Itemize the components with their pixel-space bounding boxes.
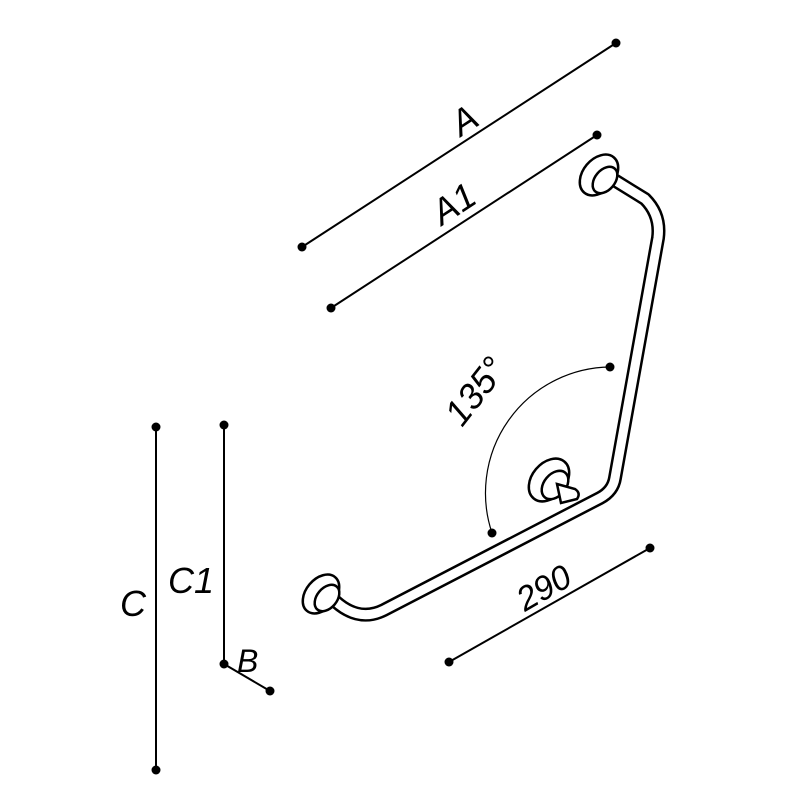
dimension-c1 [219,420,229,669]
dimension-c-start-dot [151,422,161,432]
label-c1: C1 [168,560,214,601]
dimension-a-end-dot [611,38,621,48]
angle-arc [484,366,611,534]
dimension-a-line [301,42,617,248]
label-length: 290 [509,558,578,620]
top-flange-cap [591,165,619,195]
bottom-flange-cap [313,583,341,613]
dimension-b-end-dot [265,686,275,696]
grab-bar-tube-fill [325,168,663,620]
dimension-length-line [448,547,651,663]
angle-arc-bottom-dot [487,528,497,538]
dimension-b-line [223,663,271,692]
angle-arc-top-dot [605,362,615,372]
dimension-a1-end-dot [592,130,602,140]
dimension-length [444,543,655,667]
angle-indicator [484,362,615,538]
dimension-a [297,38,621,252]
dimension-b [223,663,275,696]
dimension-a-start-dot [297,242,307,252]
dimension-c [151,422,161,775]
dimension-a1-start-dot [326,303,336,313]
top-wall-flange [578,153,620,197]
label-b: B [237,643,258,679]
dimension-a1 [326,130,602,313]
label-angle: 135° [436,349,514,433]
grab-bar [301,153,666,622]
middle-flange-stem [555,482,580,505]
label-a1: A1 [422,174,483,233]
dimension-c-end-dot [151,765,161,775]
dimension-c1-start-dot [219,420,229,430]
middle-wall-flange [527,457,580,505]
dimension-length-start-dot [444,657,454,667]
dimension-length-end-dot [645,543,655,553]
label-c: C [120,583,147,624]
bottom-wall-flange [301,573,341,615]
label-a: A [441,96,485,145]
dimension-a1-line [330,134,598,309]
